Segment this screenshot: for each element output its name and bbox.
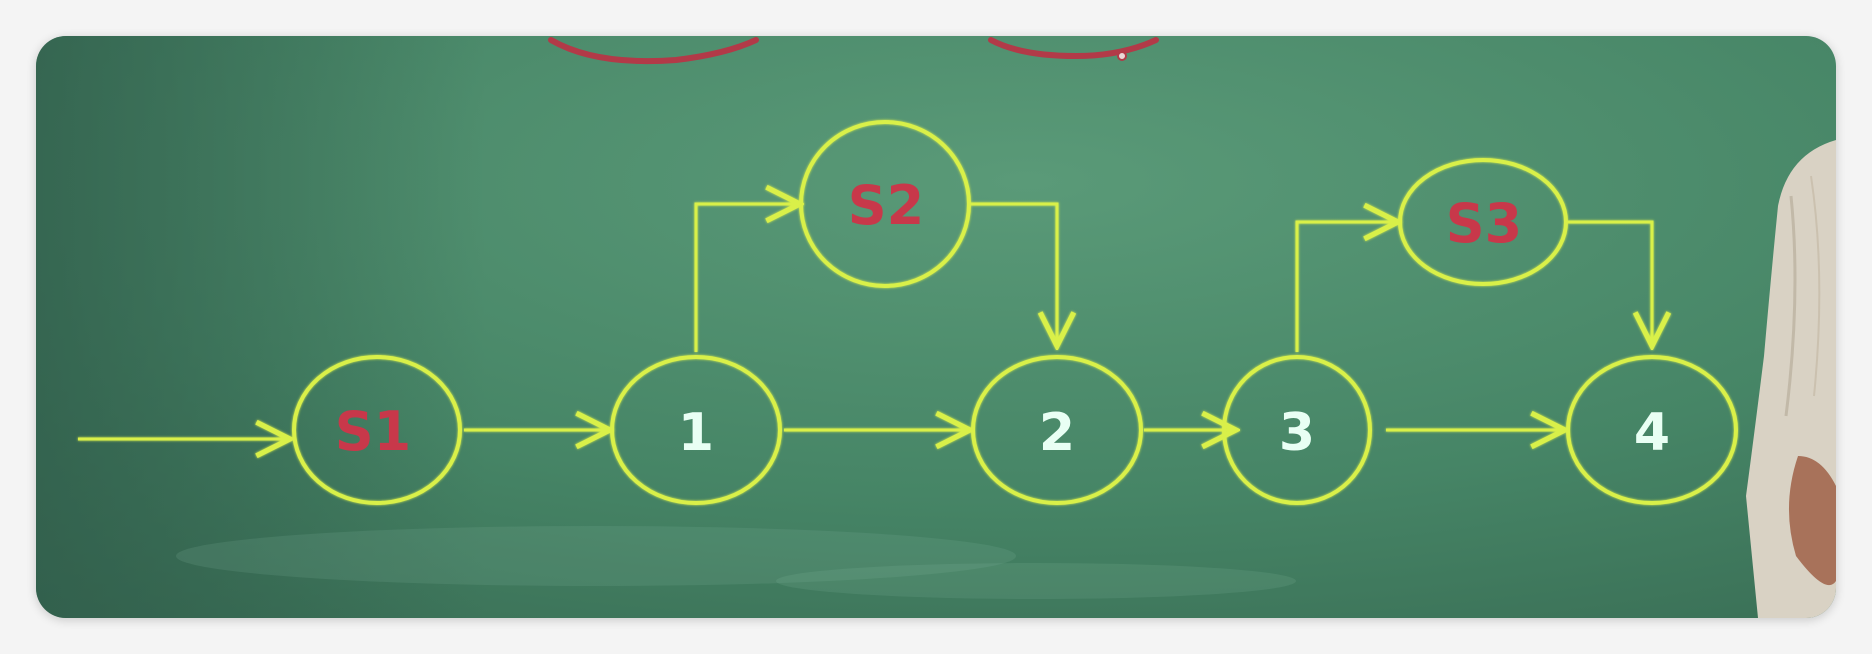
edge-S2-2 xyxy=(970,202,1057,346)
node-S2-circle xyxy=(799,120,971,288)
red-annotation-marks xyxy=(548,37,1159,65)
chalkboard-diagram: S1 1 S2 2 3 S3 4 xyxy=(36,36,1836,618)
node-S3-circle xyxy=(1398,158,1568,286)
node-1-circle xyxy=(610,355,782,505)
node-3-label: 3 xyxy=(1279,403,1315,463)
node-4-label: 4 xyxy=(1634,403,1670,463)
presenter-figure xyxy=(1746,140,1836,618)
edges xyxy=(78,204,1652,439)
node-S2-label: S2 xyxy=(848,174,924,237)
video-frame: S1 1 S2 2 3 S3 4 xyxy=(36,36,1836,618)
node-1-label: 1 xyxy=(678,403,714,463)
node-4-circle xyxy=(1566,355,1738,505)
edge-1-S2 xyxy=(694,204,800,352)
node-2-circle xyxy=(971,355,1143,505)
node-S3-label: S3 xyxy=(1446,192,1522,255)
node-S1-label: S1 xyxy=(335,400,411,463)
node-labels: S1 1 S2 2 3 S3 4 xyxy=(335,174,1670,463)
nodes xyxy=(292,120,1738,505)
node-3-circle xyxy=(1222,355,1372,505)
edge-S3-4 xyxy=(1568,220,1652,346)
node-2-label: 2 xyxy=(1039,403,1075,463)
edge-3-S3 xyxy=(1295,222,1398,352)
node-S1-circle xyxy=(292,355,462,505)
